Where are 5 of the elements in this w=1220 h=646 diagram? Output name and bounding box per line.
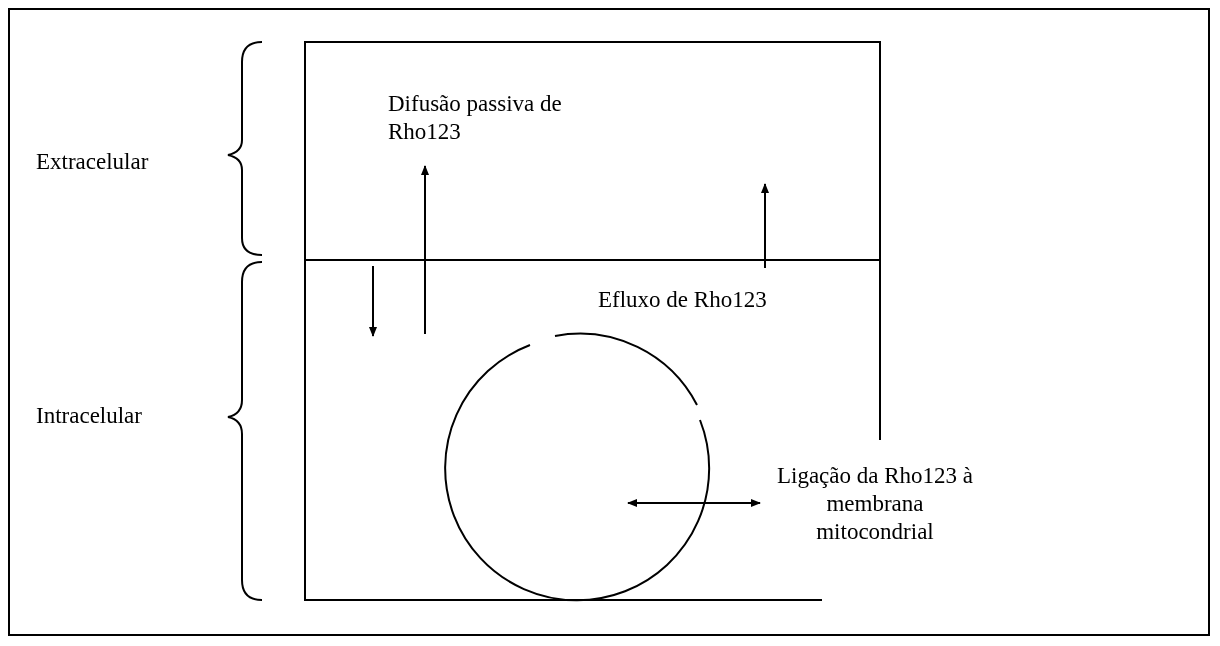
process-label: Efluxo de Rho123 (598, 286, 768, 314)
process-label: Ligação da Rho123 à membrana mitocondrial (775, 462, 975, 546)
process-label: Difusão passiva de Rho123 (388, 90, 563, 146)
region-label: Extracelular (36, 148, 150, 176)
region-label: Intracelular (36, 402, 143, 430)
